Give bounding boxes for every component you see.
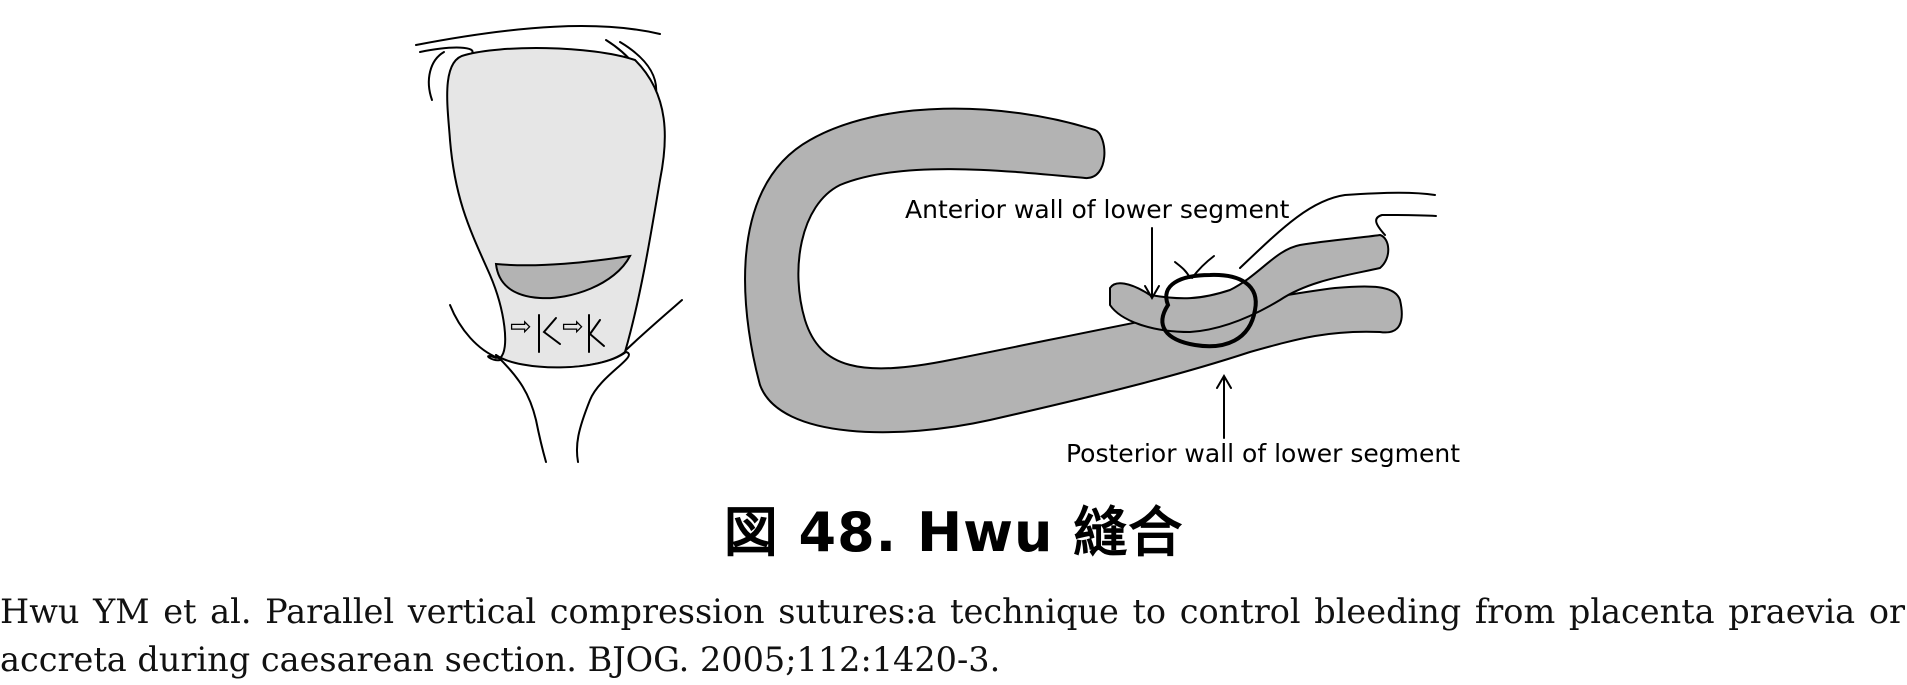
- figure-illustration: ⇨ ⇨: [415, 25, 1460, 468]
- suture-knot: [1174, 261, 1191, 279]
- cervix-outline: [495, 350, 630, 463]
- figure-caption-title: 図 48. Hwu 縫合: [723, 501, 1184, 564]
- reference-line-1: Hwu YM et al. Parallel vertical compress…: [0, 592, 1905, 631]
- bladder-outline: [1375, 213, 1437, 236]
- top-ligament-line: [427, 51, 445, 101]
- bladder-outline: [1239, 191, 1436, 269]
- ligament-line: [625, 299, 683, 351]
- reference-line-2: accreta during caesarean section. BJOG. …: [0, 640, 1001, 679]
- uterus-front-view: ⇨ ⇨: [415, 25, 683, 463]
- suture-knot: [1191, 255, 1215, 279]
- label-posterior-wall: Posterior wall of lower segment: [1066, 439, 1460, 468]
- arrow-right-icon: ⇨: [510, 312, 532, 342]
- arrow-right-icon: ⇨: [562, 312, 584, 342]
- uterine-wall: [744, 107, 1403, 434]
- top-ligament-line: [419, 46, 474, 56]
- lower-segment-sagittal-view: [744, 107, 1437, 439]
- cervix-outline: [487, 355, 501, 362]
- suture-marks: ⇨ ⇨: [510, 312, 605, 353]
- top-ligament-line: [415, 25, 661, 46]
- label-anterior-wall: Anterior wall of lower segment: [905, 195, 1290, 224]
- reference-citation: Hwu YM et al. Parallel vertical compress…: [0, 588, 1905, 684]
- uterine-body: [446, 47, 666, 369]
- cervix-outline: [495, 354, 547, 463]
- ligament-line: [449, 304, 499, 359]
- suture-loop: [1160, 272, 1258, 349]
- arrow-up-icon: [1216, 374, 1232, 439]
- arrow-down-icon: [1144, 227, 1160, 300]
- uterine-incision: [494, 254, 632, 300]
